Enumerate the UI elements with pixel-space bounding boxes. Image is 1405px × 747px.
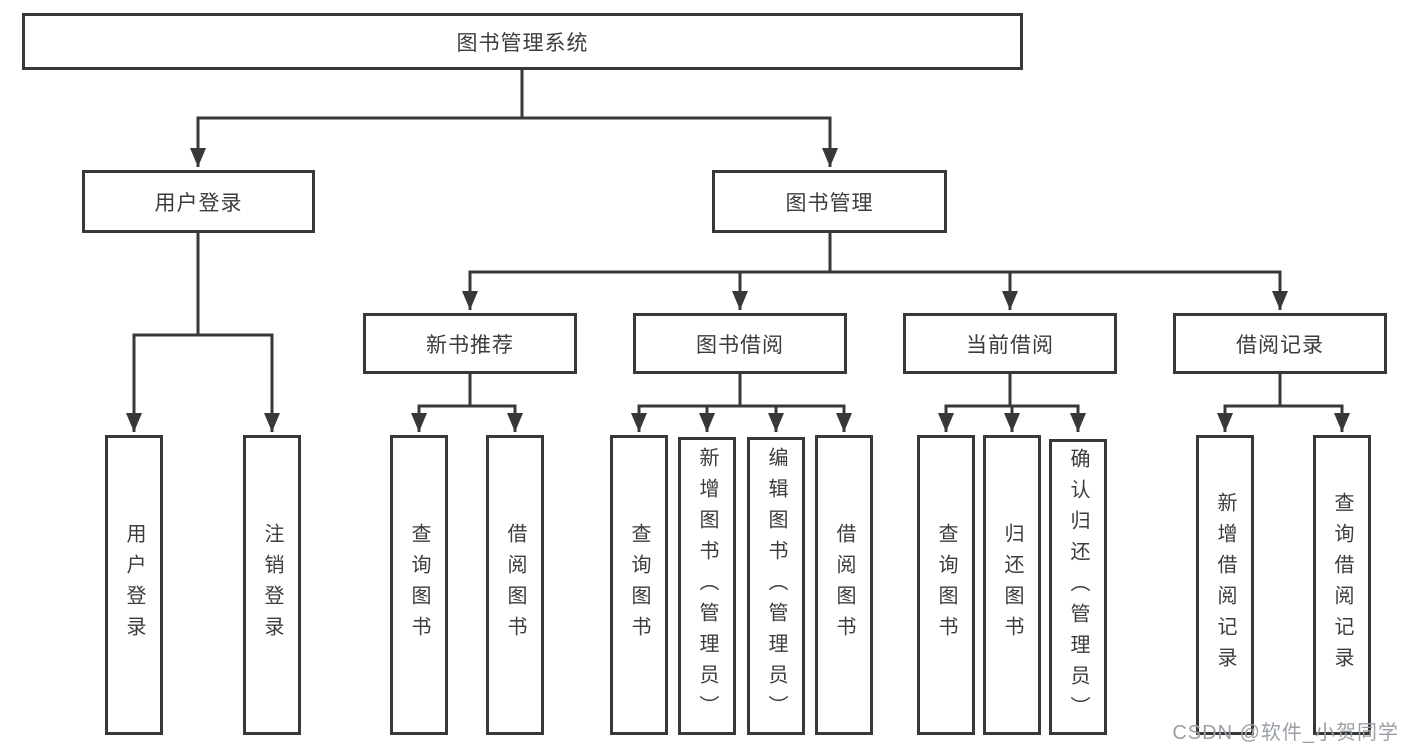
node-add-book-admin-label: 新增图书（管理员） <box>696 446 718 726</box>
node-return-book: 归还图书 <box>983 435 1041 735</box>
node-new-book-recommend: 新书推荐 <box>363 313 577 374</box>
node-borrow-records: 借阅记录 <box>1173 313 1387 374</box>
node-borrow-records-label: 借阅记录 <box>1236 333 1324 357</box>
node-add-borrow-record-label: 新增借阅记录 <box>1214 492 1236 678</box>
node-user-login-branch-label: 用户登录 <box>154 191 243 215</box>
node-current-borrow: 当前借阅 <box>903 313 1117 374</box>
node-confirm-return-admin: 确认归还（管理员） <box>1049 439 1107 735</box>
node-confirm-return-admin-label: 确认归还（管理员） <box>1067 447 1089 727</box>
node-query-books-borrow: 查询图书 <box>610 435 668 735</box>
node-logout-label: 注销登录 <box>261 523 283 647</box>
node-book-management-label: 图书管理 <box>785 191 874 215</box>
node-library-system-label: 图书管理系统 <box>456 31 589 55</box>
node-user-login-branch: 用户登录 <box>82 170 315 233</box>
node-query-books-recommend-label: 查询图书 <box>408 523 430 647</box>
node-add-book-admin: 新增图书（管理员） <box>678 437 736 735</box>
node-borrow-books-recommend-label: 借阅图书 <box>504 523 526 647</box>
node-book-borrow-label: 图书借阅 <box>696 333 784 357</box>
node-edit-book-admin-label: 编辑图书（管理员） <box>765 446 787 726</box>
node-current-borrow-label: 当前借阅 <box>966 333 1054 357</box>
node-logout: 注销登录 <box>243 435 301 735</box>
node-query-books-recommend: 查询图书 <box>390 435 448 735</box>
node-return-book-label: 归还图书 <box>1001 523 1023 647</box>
node-user-login-label: 用户登录 <box>123 523 145 647</box>
node-query-borrow-record: 查询借阅记录 <box>1313 435 1371 735</box>
node-query-books-current-label: 查询图书 <box>935 523 957 647</box>
node-borrow-books-recommend: 借阅图书 <box>486 435 544 735</box>
node-borrow-books: 借阅图书 <box>815 435 873 735</box>
node-query-books-borrow-label: 查询图书 <box>628 523 650 647</box>
csdn-watermark: CSDN @软件_小贺同学 <box>1172 722 1399 744</box>
node-borrow-books-label: 借阅图书 <box>833 523 855 647</box>
node-book-management: 图书管理 <box>712 170 947 233</box>
node-book-borrow: 图书借阅 <box>633 313 847 374</box>
node-new-book-recommend-label: 新书推荐 <box>426 333 514 357</box>
node-user-login: 用户登录 <box>105 435 163 735</box>
node-library-system: 图书管理系统 <box>22 13 1023 70</box>
node-add-borrow-record: 新增借阅记录 <box>1196 435 1254 735</box>
node-edit-book-admin: 编辑图书（管理员） <box>747 437 805 735</box>
node-query-borrow-record-label: 查询借阅记录 <box>1331 492 1353 678</box>
node-query-books-current: 查询图书 <box>917 435 975 735</box>
